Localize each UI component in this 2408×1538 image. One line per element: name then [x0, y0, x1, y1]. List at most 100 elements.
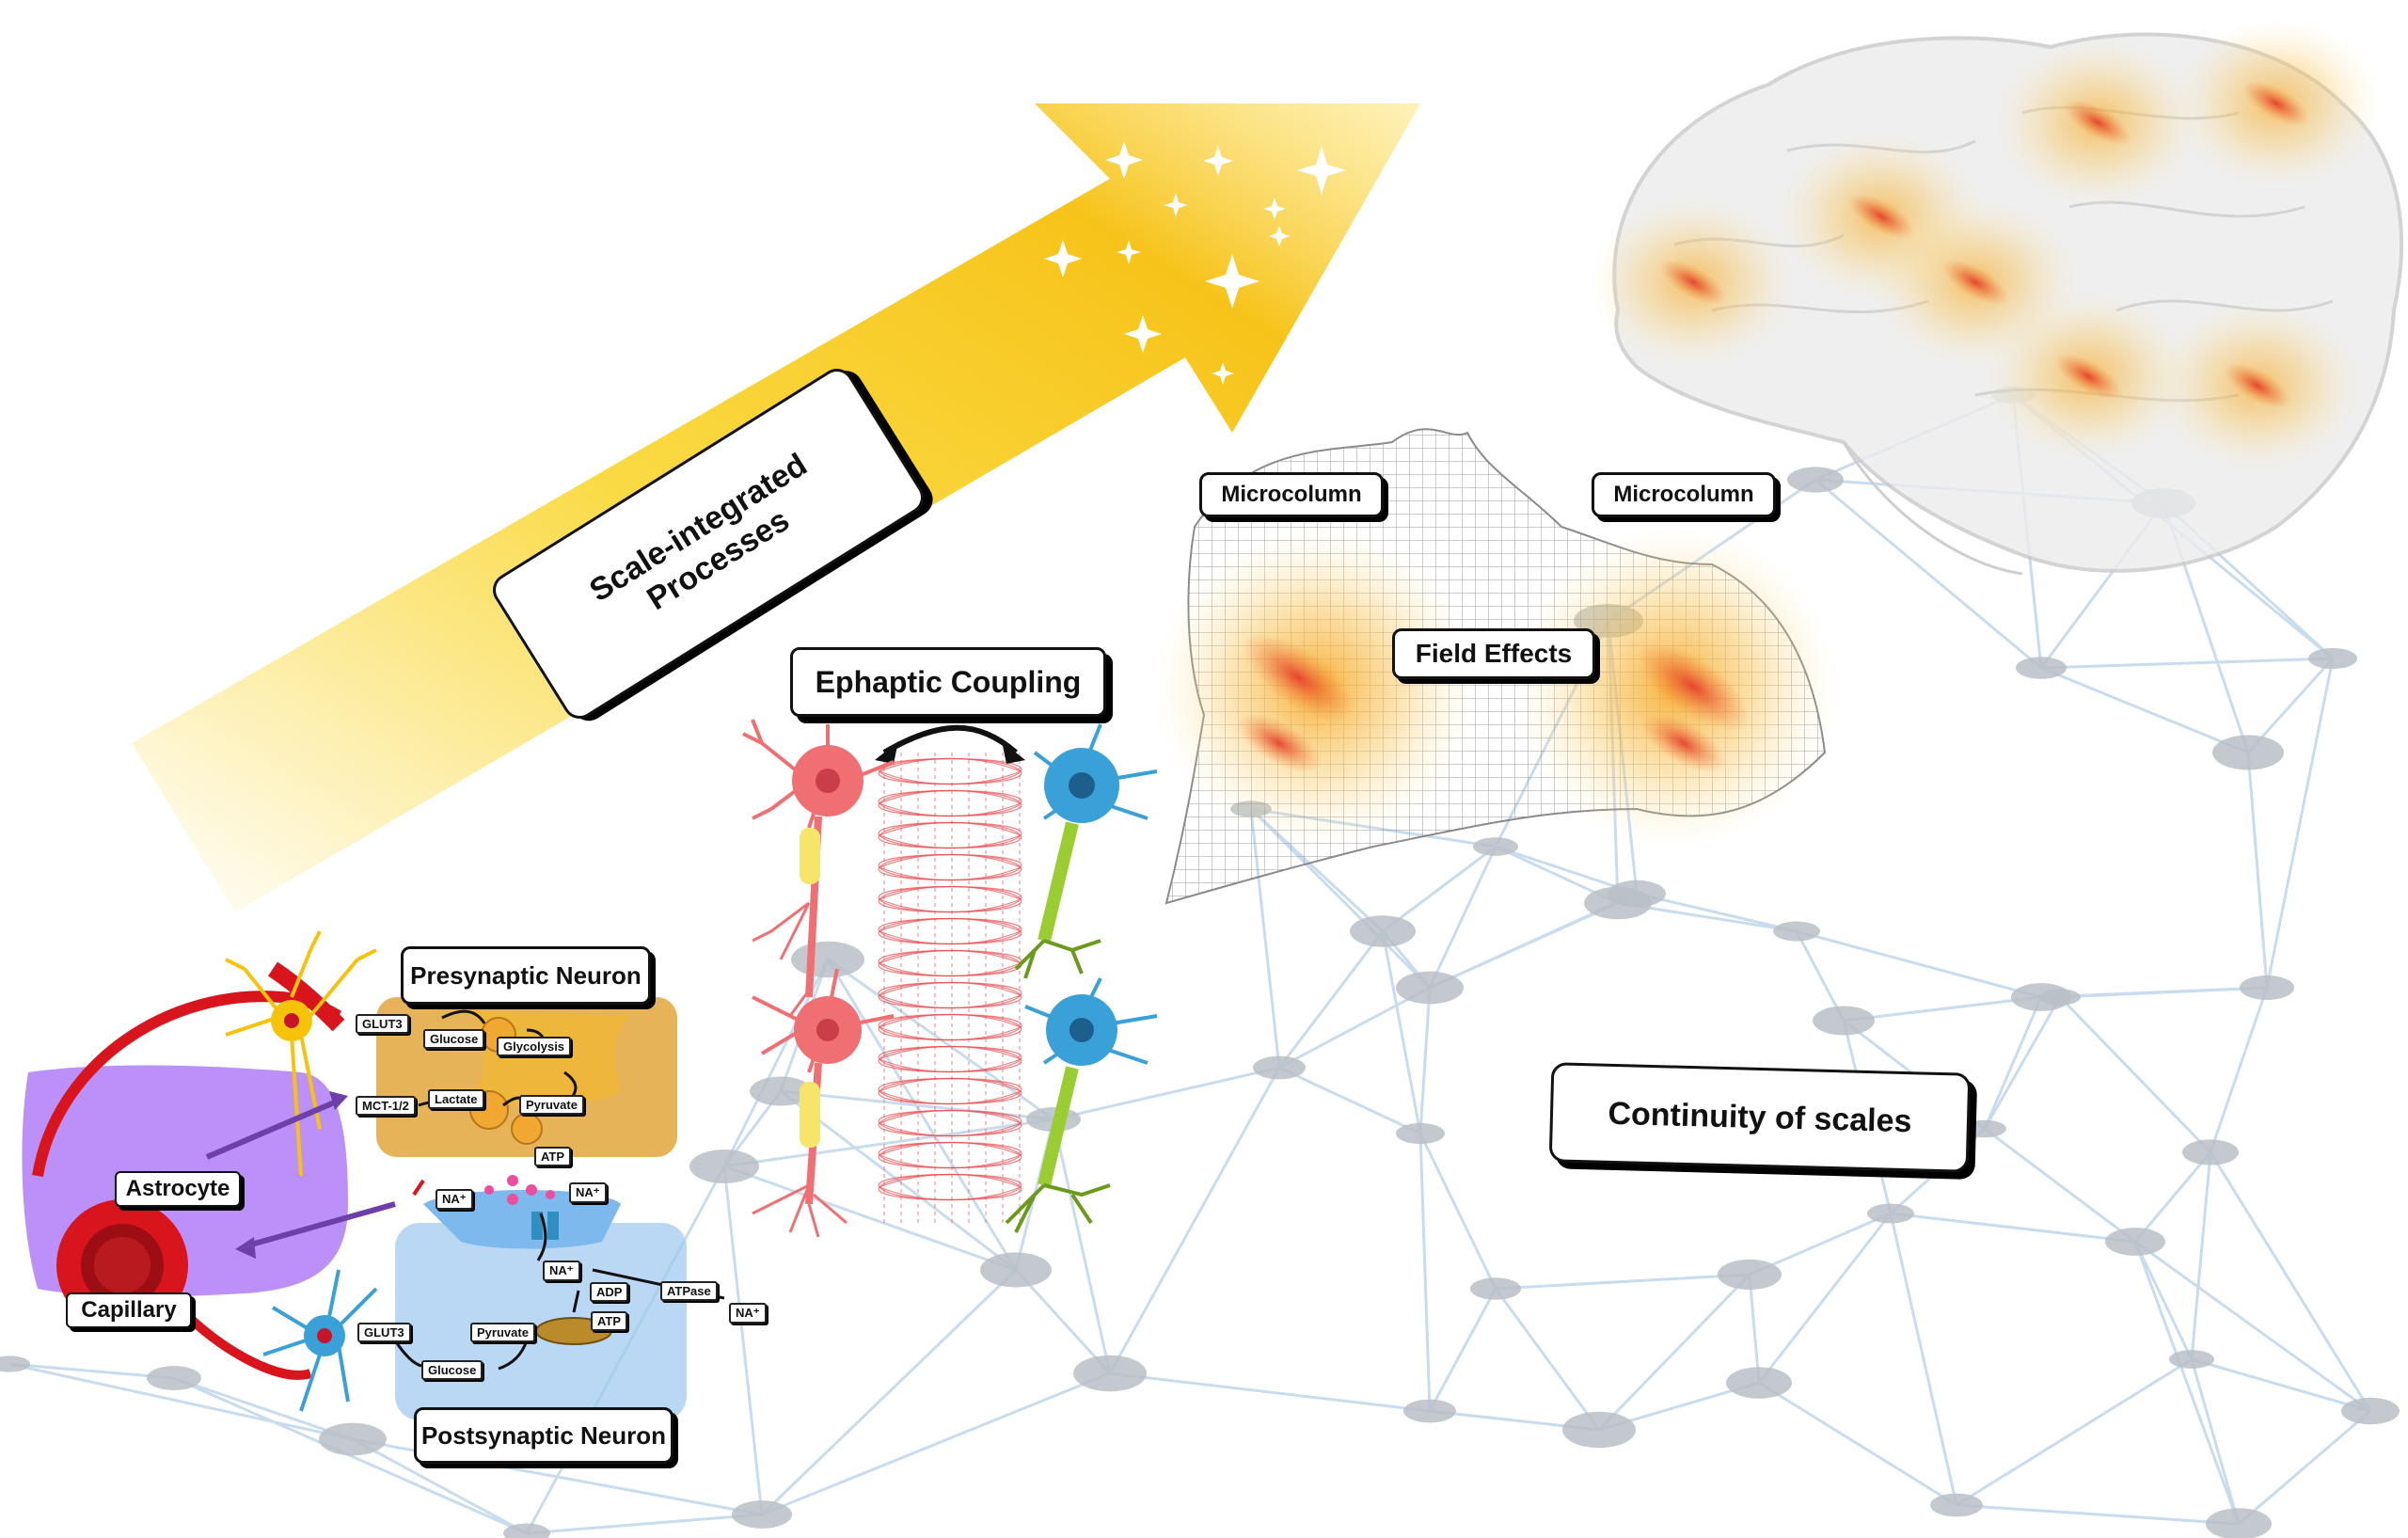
electric-field-line	[878, 853, 1022, 881]
glucose-bottom-label: Glucose	[421, 1360, 483, 1380]
lactate-label: Lactate	[428, 1089, 484, 1109]
network-node	[1073, 1355, 1147, 1392]
na-label-3: NA⁺	[543, 1261, 580, 1281]
network-node	[1813, 1006, 1875, 1036]
network-edge	[173, 1376, 354, 1441]
electric-field-line	[878, 1013, 1022, 1041]
microcolumn-left-label: Microcolumn	[1199, 472, 1384, 517]
network-edge	[2265, 658, 2335, 989]
network-edge	[173, 1376, 528, 1535]
green-axon-terminals-top	[1014, 939, 1101, 979]
electric-field-line	[878, 789, 1022, 817]
network-node	[2341, 1397, 2400, 1425]
network-edge	[2133, 1241, 2194, 1360]
network-node	[147, 1365, 201, 1391]
network-edge	[8, 1362, 175, 1380]
network-node	[1930, 1493, 1983, 1517]
network-node	[1608, 880, 1666, 908]
network-node	[1726, 1367, 1792, 1399]
network-node	[1350, 915, 1416, 947]
network-edge	[760, 1268, 1018, 1516]
network-node	[791, 941, 864, 978]
network-node	[319, 1422, 387, 1456]
network-node	[1562, 1411, 1636, 1449]
network-edge	[1428, 1288, 1497, 1412]
network-edge	[1052, 1118, 1112, 1374]
network-edge	[2190, 1358, 2241, 1525]
brain-activity-core	[2242, 80, 2310, 127]
network-edge	[2246, 752, 2269, 989]
network-node	[732, 1500, 792, 1529]
network-edge	[723, 1118, 1054, 1168]
brain-activity-core	[2224, 362, 2291, 409]
network-node	[2016, 657, 2067, 679]
network-node	[1253, 1055, 1306, 1080]
network-edge	[2040, 666, 2249, 754]
ephaptic-coupling-label: Ephaptic Coupling	[790, 647, 1106, 717]
electric-field-line	[878, 821, 1022, 849]
network-node	[1963, 1119, 2006, 1138]
electric-field-line	[879, 917, 1022, 945]
network-edge	[761, 1372, 1111, 1516]
network-edge	[1381, 930, 1422, 1134]
electric-field-line	[878, 981, 1022, 1009]
network-edge	[2209, 1151, 2372, 1412]
network-edge	[2134, 1240, 2371, 1413]
glut3-bottom-label: GLUT3	[357, 1323, 411, 1342]
network-edge	[722, 1165, 764, 1515]
network-edge	[1890, 1212, 2136, 1244]
capillary-label: Capillary	[66, 1292, 192, 1328]
network-edge	[1428, 846, 1497, 989]
network-edge	[2191, 1357, 2371, 1413]
network-edge	[2040, 657, 2334, 670]
mct-label: MCT-1/2	[356, 1096, 416, 1116]
network-edge	[1757, 1213, 1893, 1384]
network-node	[2206, 1508, 2272, 1538]
network-node	[1470, 1277, 1521, 1300]
network-edge	[1597, 1273, 1751, 1432]
field-effects-label: Field Effects	[1392, 628, 1595, 679]
network-edge	[1494, 1288, 1601, 1431]
network-node	[2182, 1139, 2239, 1165]
electric-field-line	[879, 789, 1022, 817]
network-node	[1718, 1259, 1782, 1291]
network-edge	[1748, 1274, 1761, 1384]
network-edge	[1418, 1133, 1497, 1290]
microcolumn-right-label: Microcolumn	[1592, 472, 1776, 517]
network-edge	[826, 959, 1018, 1271]
network-edge	[2133, 1151, 2212, 1243]
network-node	[689, 1150, 759, 1183]
network-node	[2212, 735, 2284, 770]
electric-field-line	[878, 1045, 1022, 1073]
adp-label: ADP	[590, 1282, 629, 1302]
brain-illustration	[1590, 19, 2403, 576]
electric-field-line	[879, 1173, 1022, 1201]
network-node	[1473, 837, 1518, 856]
pyruvate-bottom-label: Pyruvate	[470, 1323, 535, 1342]
glucose-top-label: Glucose	[423, 1029, 485, 1049]
network-node	[2169, 1350, 2214, 1369]
network-edge	[2058, 995, 2212, 1154]
network-node	[2240, 975, 2294, 1001]
network-edge	[1277, 930, 1385, 1069]
network-node	[1396, 1122, 1445, 1145]
pyruvate-top-label: Pyruvate	[519, 1095, 584, 1115]
network-node	[0, 1356, 30, 1372]
network-edge	[1956, 1357, 2193, 1507]
network-edge	[1983, 996, 2062, 1130]
network-edge	[1795, 930, 1846, 1022]
na-label-2: NA⁺	[569, 1182, 607, 1203]
brain-activity-core	[2054, 353, 2122, 400]
network-node	[1773, 921, 1820, 942]
brain-activity-core	[1659, 259, 1727, 306]
pink-neuron-bottom	[752, 968, 895, 1073]
electric-field-line	[878, 917, 1022, 945]
glut3-top-label: GLUT3	[356, 1014, 409, 1034]
electric-field-line	[878, 1173, 1022, 1201]
atp-bottom-label: ATP	[591, 1311, 628, 1331]
electric-field-line	[879, 1045, 1022, 1073]
network-node	[1403, 1399, 1456, 1423]
network-edge	[1418, 987, 1432, 1134]
electric-field-line	[878, 1077, 1022, 1105]
